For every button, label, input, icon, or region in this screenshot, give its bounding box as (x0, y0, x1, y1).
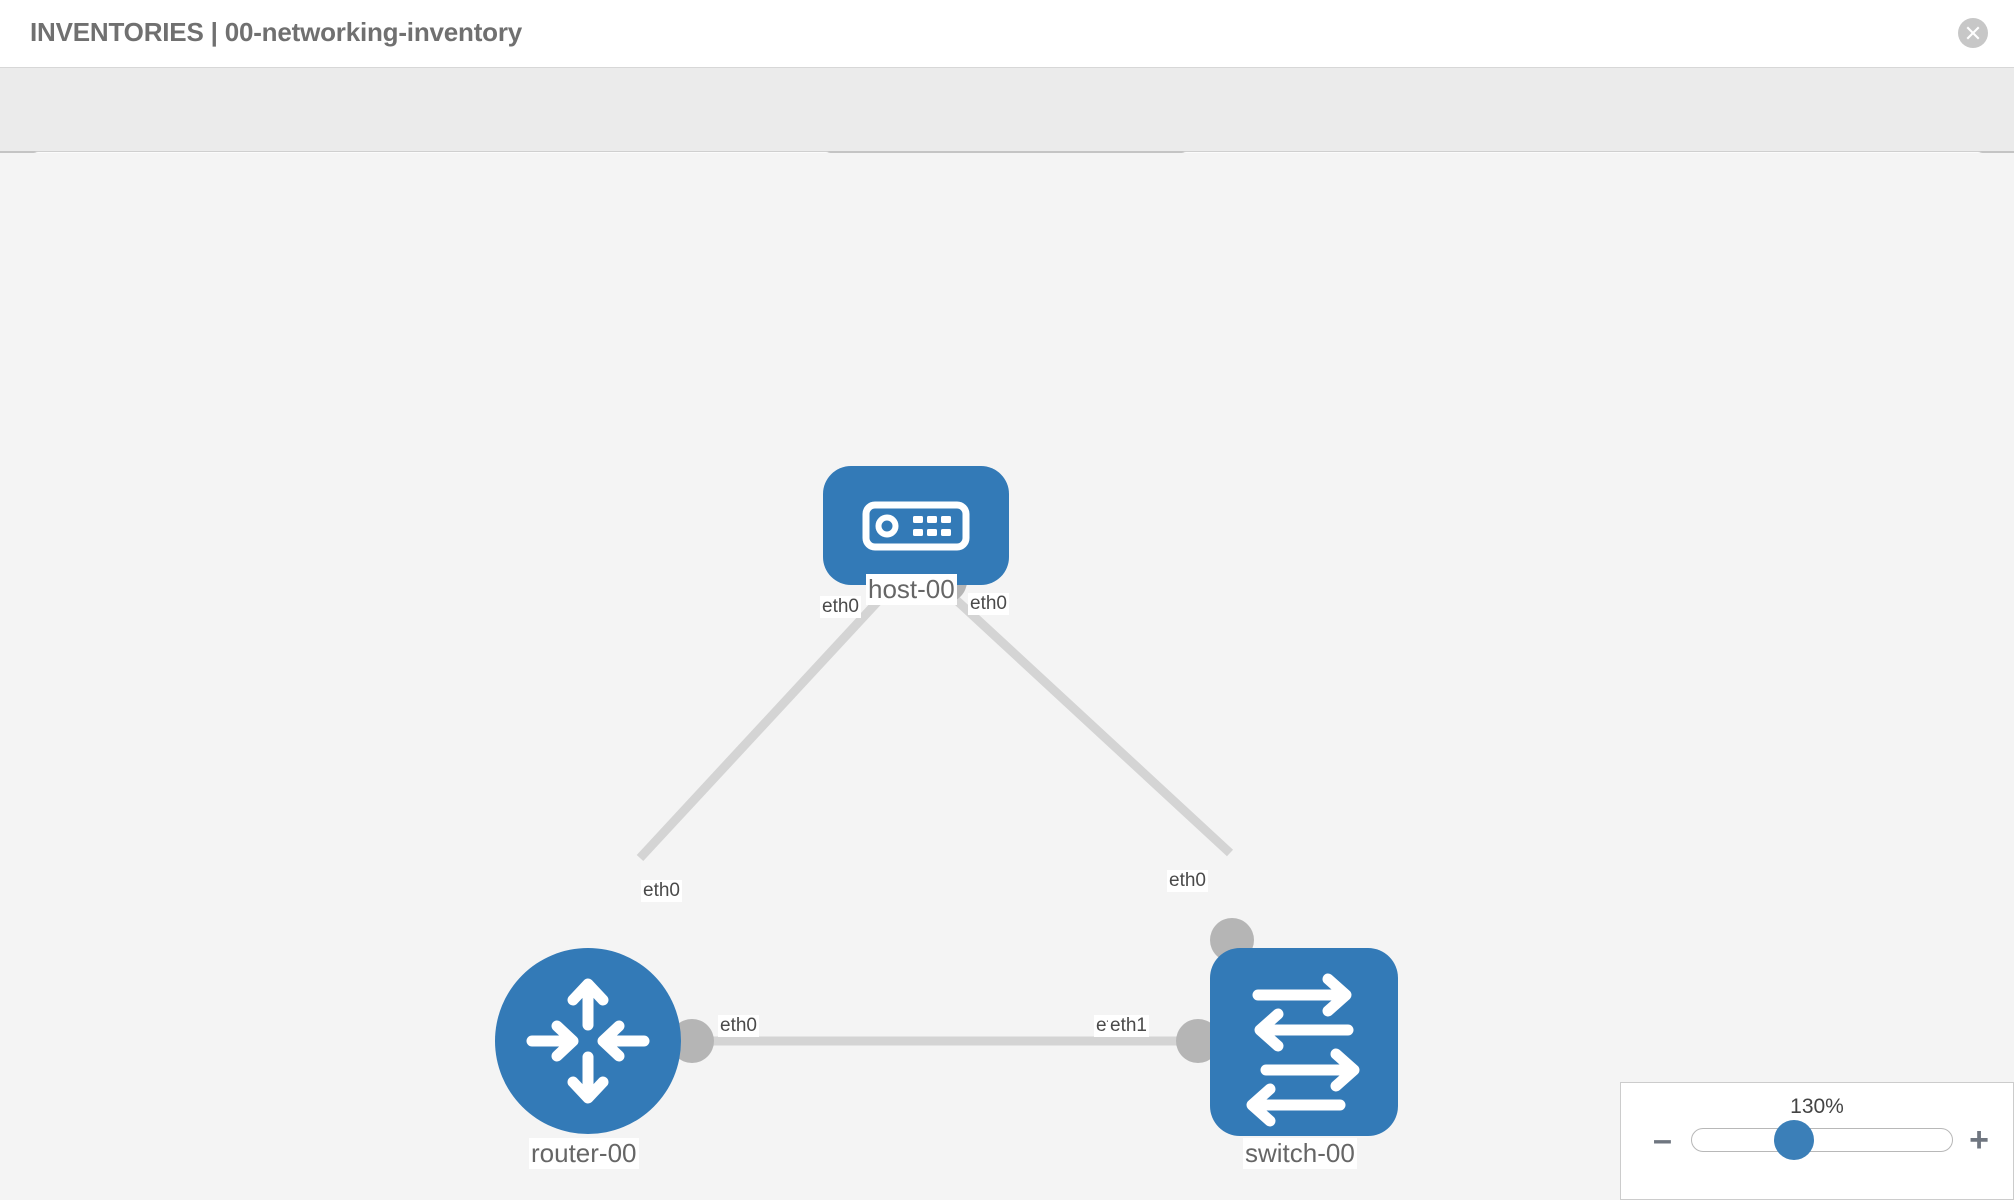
switch-arrows-icon (1246, 973, 1360, 1127)
page-header: INVENTORIES | 00-networking-inventory (0, 0, 2014, 68)
minus-icon[interactable]: – (1653, 1121, 1672, 1159)
server-icon (862, 501, 970, 551)
zoom-slider-thumb[interactable] (1774, 1120, 1814, 1160)
topology-canvas[interactable]: host-00 router-00 switch-00 eth0 eth0 et… (0, 153, 2014, 1200)
endpoint-switch00-eth1[interactable] (1176, 1019, 1220, 1063)
node-label-router-00: router-00 (529, 1138, 639, 1169)
iface-label-switch00-eth1: eth1 (1108, 1015, 1149, 1037)
iface-label-host00-eth0-right: eth0 (968, 593, 1009, 615)
topology-graph (495, 466, 1398, 1136)
close-icon[interactable] (1958, 18, 1988, 48)
node-label-switch-00: switch-00 (1243, 1138, 1357, 1169)
zoom-control-panel: 130% – + (1620, 1082, 2014, 1200)
router-arrows-icon (526, 978, 650, 1104)
link-host00-router00[interactable] (636, 581, 897, 862)
node-label-host-00: host-00 (866, 574, 957, 605)
node-router-00[interactable] (495, 948, 681, 1134)
topology-links (636, 581, 1234, 1046)
toolbar: ACTIONS SEARCH (0, 68, 2014, 199)
iface-label-router00-eth0-uplink: eth0 (641, 880, 682, 902)
zoom-slider-track[interactable] (1691, 1128, 1953, 1152)
node-switch-00[interactable] (1210, 948, 1398, 1136)
page-title: INVENTORIES | 00-networking-inventory (30, 17, 523, 47)
endpoint-router00-eth0[interactable] (670, 1019, 714, 1063)
node-host-00[interactable] (823, 466, 1009, 585)
zoom-level-value: 130% (1790, 1095, 1844, 1118)
plus-icon[interactable]: + (1969, 1121, 1989, 1159)
iface-label-host00-eth0-left: eth0 (820, 596, 861, 618)
link-host00-switch00[interactable] (936, 581, 1234, 857)
iface-label-router00-eth0: eth0 (718, 1015, 759, 1037)
iface-label-switch00-eth0-uplink: eth0 (1167, 870, 1208, 892)
interface-endpoints (670, 559, 1254, 1063)
